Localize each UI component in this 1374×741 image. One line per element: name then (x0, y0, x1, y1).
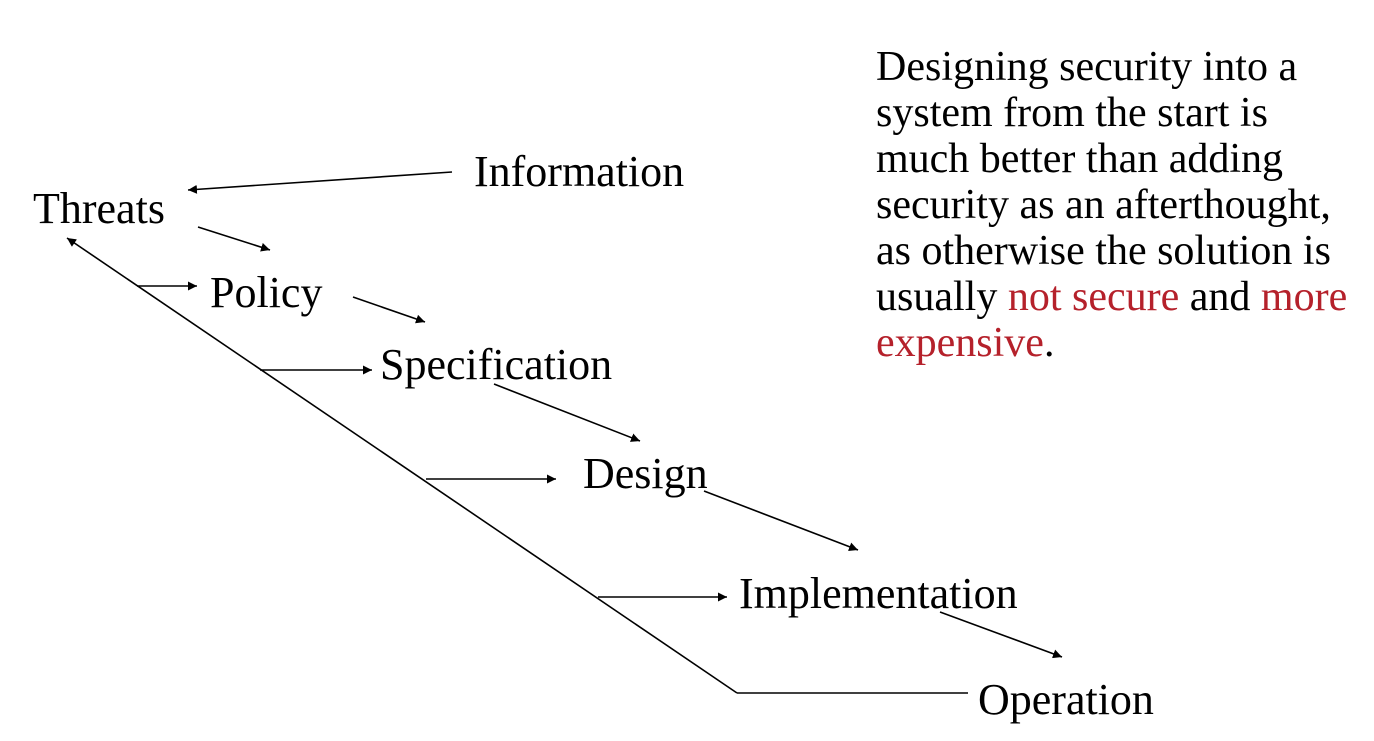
node-operation: Operation (978, 675, 1154, 724)
arrow-implementation-operation (939, 611, 1063, 659)
node-implementation: Implementation (739, 569, 1018, 618)
node-design: Design (583, 449, 708, 498)
node-threats: Threats (33, 184, 165, 233)
feedback-diagonal-line (66, 237, 738, 694)
arrow-design-implementation (703, 490, 859, 551)
node-information: Information (474, 147, 685, 196)
note-text-end: . (1043, 320, 1055, 366)
note-highlight-more-expensive: more expensive (876, 274, 1348, 366)
arrow-information-threats (187, 171, 453, 194)
note-paragraph: Designing security into a system from th… (876, 44, 1366, 366)
arrow-specification-design (493, 383, 641, 442)
node-policy: Policy (210, 268, 323, 317)
note-text-middle: and (1179, 274, 1261, 320)
note-text-start: Designing security into a system from th… (876, 44, 1331, 320)
node-specification: Specification (380, 340, 613, 389)
arrow-policy-specification (352, 296, 426, 324)
note-highlight-not-secure: not secure (1007, 274, 1180, 320)
arrow-threats-policy (197, 226, 271, 252)
